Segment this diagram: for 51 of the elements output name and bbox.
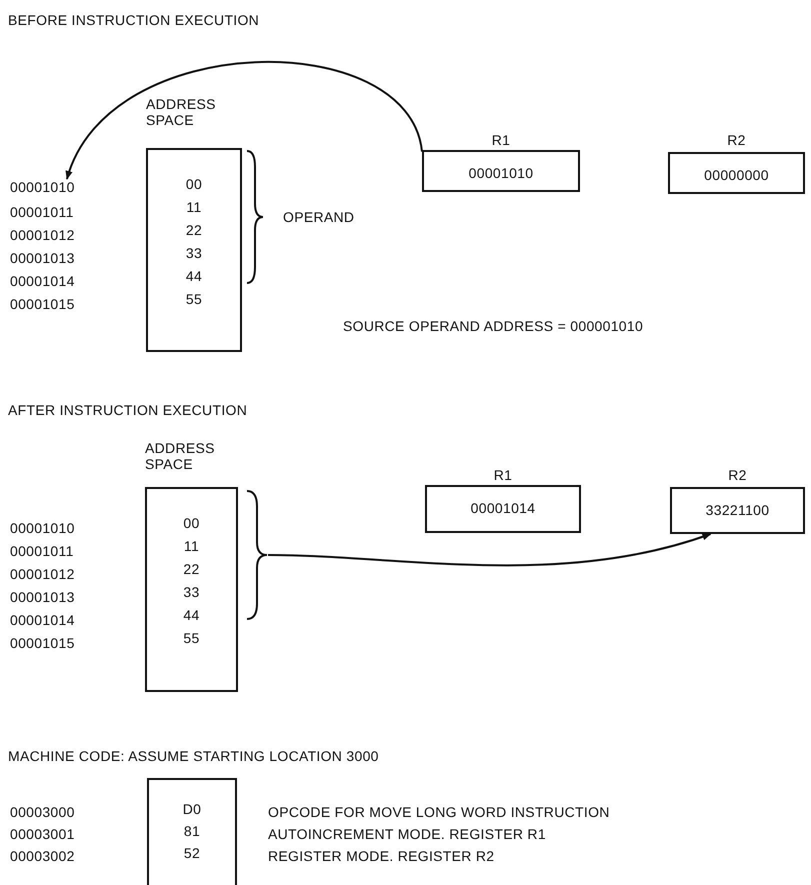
memory-value: 11	[185, 198, 203, 217]
brace-symbol	[246, 490, 268, 620]
operand-label: OPERAND	[283, 209, 354, 225]
register-value: 33221100	[704, 501, 770, 520]
memory-address: 00001015	[10, 635, 75, 651]
register-name: R1	[492, 467, 514, 483]
instruction-description: OPCODE FOR MOVE LONG WORD INSTRUCTION	[268, 804, 610, 820]
instruction-description: AUTOINCREMENT MODE. REGISTER R1	[268, 826, 546, 842]
instruction-description: REGISTER MODE. REGISTER R2	[268, 848, 494, 864]
memory-value: 33	[182, 583, 201, 602]
register-name: R2	[726, 132, 747, 148]
column-heading: ADDRESS SPACE	[145, 440, 216, 472]
memory-address: 00003002	[10, 848, 75, 864]
memory-value: 33	[184, 244, 204, 263]
register-value: 00001010	[468, 164, 534, 183]
memory-address: 00001012	[10, 227, 75, 243]
memory-address: 00001011	[10, 543, 74, 559]
memory-address: 00001012	[10, 566, 75, 582]
memory-address: 00003000	[10, 804, 75, 820]
memory-value: 22	[184, 221, 204, 240]
section-title: AFTER INSTRUCTION EXECUTION	[8, 402, 248, 418]
register-name: R1	[490, 132, 512, 148]
memory-address: 00001014	[10, 612, 75, 628]
memory-value: 55	[184, 290, 204, 309]
memory-address: 00001014	[10, 273, 75, 289]
memory-value: 44	[184, 267, 204, 286]
memory-address: 00001010	[10, 179, 75, 195]
section-title: MACHINE CODE: ASSUME STARTING LOCATION 3000	[8, 748, 379, 764]
memory-address: 00001015	[10, 296, 75, 312]
memory-address: 00003001	[10, 826, 75, 842]
column-heading: ADDRESS SPACE	[146, 96, 217, 128]
memory-value: 00	[184, 175, 204, 194]
memory-value: 44	[182, 606, 201, 625]
memory-value: 22	[182, 560, 201, 579]
memory-value: 00	[182, 514, 201, 533]
register-value: 00000000	[703, 166, 770, 185]
register-value: 00001014	[470, 499, 536, 518]
section-title: BEFORE INSTRUCTION EXECUTION	[8, 12, 260, 28]
register-name: R2	[727, 467, 748, 483]
memory-value: 11	[182, 537, 200, 556]
memory-address: 00001013	[10, 250, 75, 266]
memory-value: 81	[182, 822, 202, 841]
memory-value: 55	[182, 629, 201, 648]
memory-value: D0	[182, 800, 202, 819]
memory-address: 00001011	[10, 204, 74, 220]
memory-address: 00001013	[10, 589, 75, 605]
note-text: SOURCE OPERAND ADDRESS = 000001010	[343, 318, 644, 334]
memory-address: 00001010	[10, 520, 75, 536]
arrow	[66, 61, 423, 180]
arrow	[268, 533, 712, 566]
memory-value: 52	[182, 844, 202, 863]
